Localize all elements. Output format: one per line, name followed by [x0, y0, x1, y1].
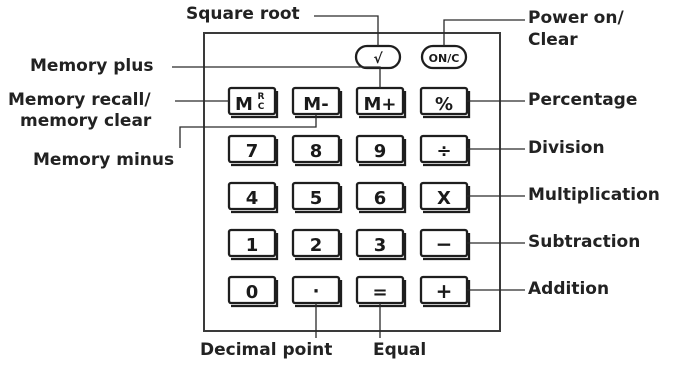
on-clear-key-label: ON/C	[429, 52, 460, 65]
leader-memory-plus	[172, 66, 381, 88]
square-root-key-label: √	[373, 51, 383, 67]
label-decimal-point: Decimal point	[200, 340, 333, 360]
label-memory-recall-line1: Memory recall/	[8, 90, 151, 110]
equal-key[interactable]: =	[355, 275, 407, 308]
key-1-label: 1	[246, 235, 259, 256]
label-memory-minus: Memory minus	[33, 150, 175, 170]
division-key[interactable]: ÷	[419, 134, 471, 167]
memory-plus-key[interactable]: M+	[355, 86, 407, 119]
leader-power-on-clear	[443, 19, 525, 46]
key-9[interactable]: 9	[355, 134, 407, 167]
key-7[interactable]: 7	[227, 134, 279, 167]
percentage-key[interactable]: %	[419, 86, 471, 119]
leader-memory-minus	[179, 114, 317, 148]
key-0[interactable]: 0	[227, 275, 279, 308]
label-memory-recall-line2: memory clear	[20, 111, 152, 131]
leader-square-root	[314, 15, 379, 46]
key-8-label: 8	[310, 141, 323, 162]
memory-minus-key[interactable]: M-	[291, 86, 343, 119]
on-clear-key[interactable]: ON/C	[420, 44, 468, 70]
multiplication-key[interactable]: X	[419, 181, 471, 214]
dot-key-label: ·	[313, 281, 320, 302]
label-square-root: Square root	[186, 4, 300, 24]
key-5-label: 5	[310, 188, 323, 209]
leader-lines	[172, 15, 525, 338]
decimal-point-key[interactable]: ·	[291, 275, 343, 308]
minus-key-label: −	[436, 232, 453, 256]
m-plus-key-label: M+	[364, 94, 397, 115]
addition-key[interactable]: +	[419, 275, 471, 308]
key-2[interactable]: 2	[291, 228, 343, 261]
label-division: Division	[528, 138, 605, 158]
equals-key-label: =	[372, 282, 387, 303]
key-1[interactable]: 1	[227, 228, 279, 261]
key-0-label: 0	[246, 282, 259, 303]
label-power-on-clear-line1: Power on/	[528, 8, 624, 28]
divide-key-label: ÷	[436, 141, 451, 162]
label-percentage: Percentage	[528, 90, 638, 110]
key-3[interactable]: 3	[355, 228, 407, 261]
label-subtraction: Subtraction	[528, 232, 641, 252]
key-6[interactable]: 6	[355, 181, 407, 214]
label-multiplication: Multiplication	[528, 185, 660, 205]
memory-recall-clear-key[interactable]: M R C	[227, 86, 279, 119]
key-2-label: 2	[310, 235, 323, 256]
label-addition: Addition	[528, 279, 610, 299]
subtraction-key[interactable]: −	[419, 228, 471, 261]
key-6-label: 6	[374, 188, 387, 209]
key-9-label: 9	[374, 141, 387, 162]
key-7-label: 7	[246, 141, 259, 162]
mrc-key-sup-c: C	[258, 102, 265, 112]
key-4-label: 4	[246, 188, 259, 209]
mrc-key-label: M	[235, 94, 253, 115]
label-memory-plus: Memory plus	[30, 56, 154, 76]
m-minus-key-label: M-	[303, 94, 328, 115]
mrc-key-sup-r: R	[258, 92, 265, 102]
label-power-on-clear-line2: Clear	[528, 30, 578, 50]
key-8[interactable]: 8	[291, 134, 343, 167]
plus-key-label: +	[436, 279, 453, 303]
multiply-key-label: X	[437, 188, 451, 209]
key-3-label: 3	[374, 235, 387, 256]
square-root-key[interactable]: √	[354, 44, 402, 70]
percent-key-label: %	[435, 94, 453, 115]
label-equal: Equal	[373, 340, 427, 360]
key-4[interactable]: 4	[227, 181, 279, 214]
key-5[interactable]: 5	[291, 181, 343, 214]
